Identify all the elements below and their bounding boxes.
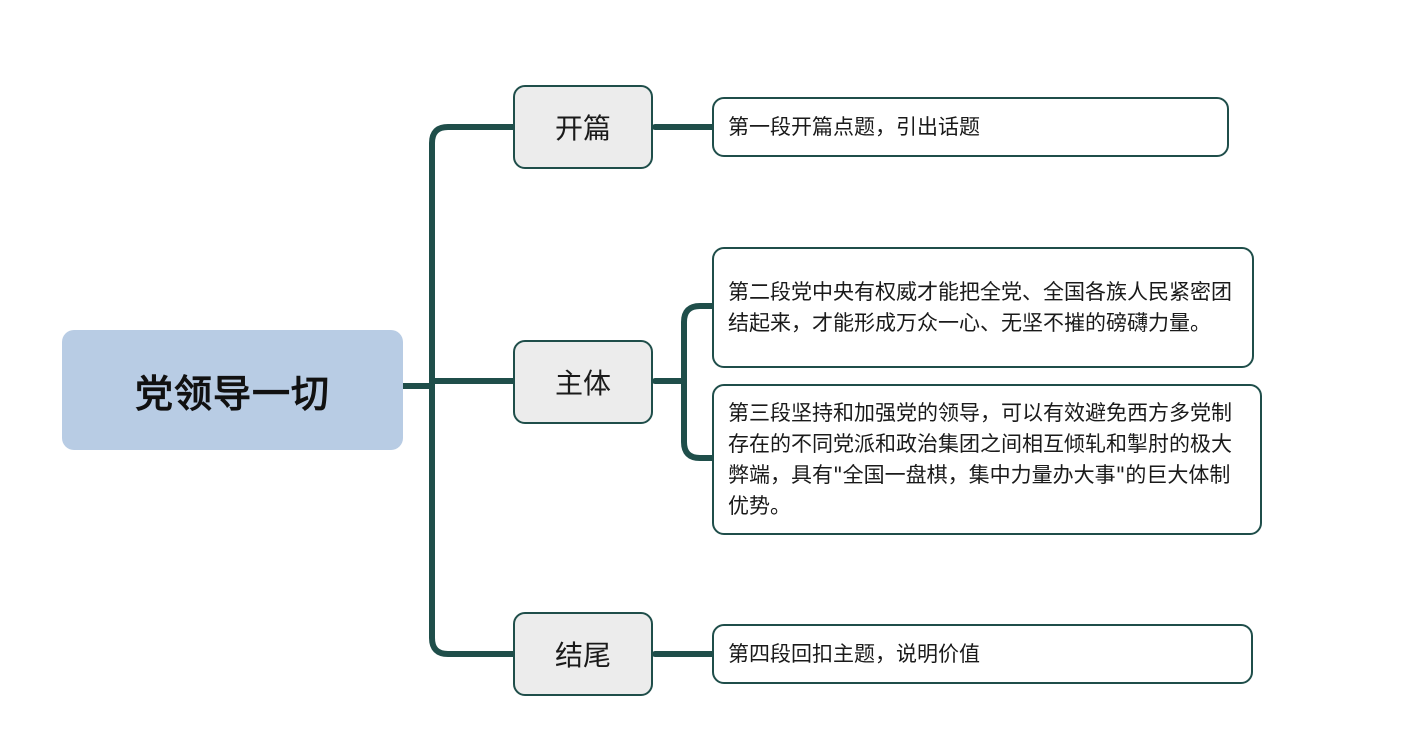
section-node-jiewei[interactable]: 结尾 bbox=[513, 612, 653, 696]
root-label: 党领导一切 bbox=[134, 371, 330, 416]
detail-node-1[interactable]: 第一段开篇点题，引出话题 bbox=[712, 97, 1229, 157]
detail-text: 第一段开篇点题，引出话题 bbox=[728, 114, 980, 139]
root-node[interactable]: 党领导一切 bbox=[62, 330, 403, 450]
section-node-kaipian[interactable]: 开篇 bbox=[513, 85, 653, 169]
detail-node-4[interactable]: 第四段回扣主题，说明价值 bbox=[712, 624, 1253, 684]
detail-node-2[interactable]: 第二段党中央有权威才能把全党、全国各族人民紧密团结起来，才能形成万众一心、无坚不… bbox=[712, 247, 1254, 368]
section-label: 结尾 bbox=[554, 639, 611, 672]
detail-text: 第三段坚持和加强党的领导，可以有效避免西方多党制存在的不同党派和政治集团之间相互… bbox=[728, 400, 1232, 518]
section-trunk bbox=[429, 124, 516, 657]
connector-zhuti-branch bbox=[681, 303, 717, 461]
detail-text: 第四段回扣主题，说明价值 bbox=[728, 641, 980, 666]
section-label: 主体 bbox=[554, 367, 611, 400]
section-label: 开篇 bbox=[554, 112, 611, 145]
section-node-zhuti[interactable]: 主体 bbox=[513, 340, 653, 424]
detail-node-3[interactable]: 第三段坚持和加强党的领导，可以有效避免西方多党制存在的不同党派和政治集团之间相互… bbox=[712, 384, 1262, 535]
detail-text: 第二段党中央有权威才能把全党、全国各族人民紧密团结起来，才能形成万众一心、无坚不… bbox=[728, 279, 1232, 335]
